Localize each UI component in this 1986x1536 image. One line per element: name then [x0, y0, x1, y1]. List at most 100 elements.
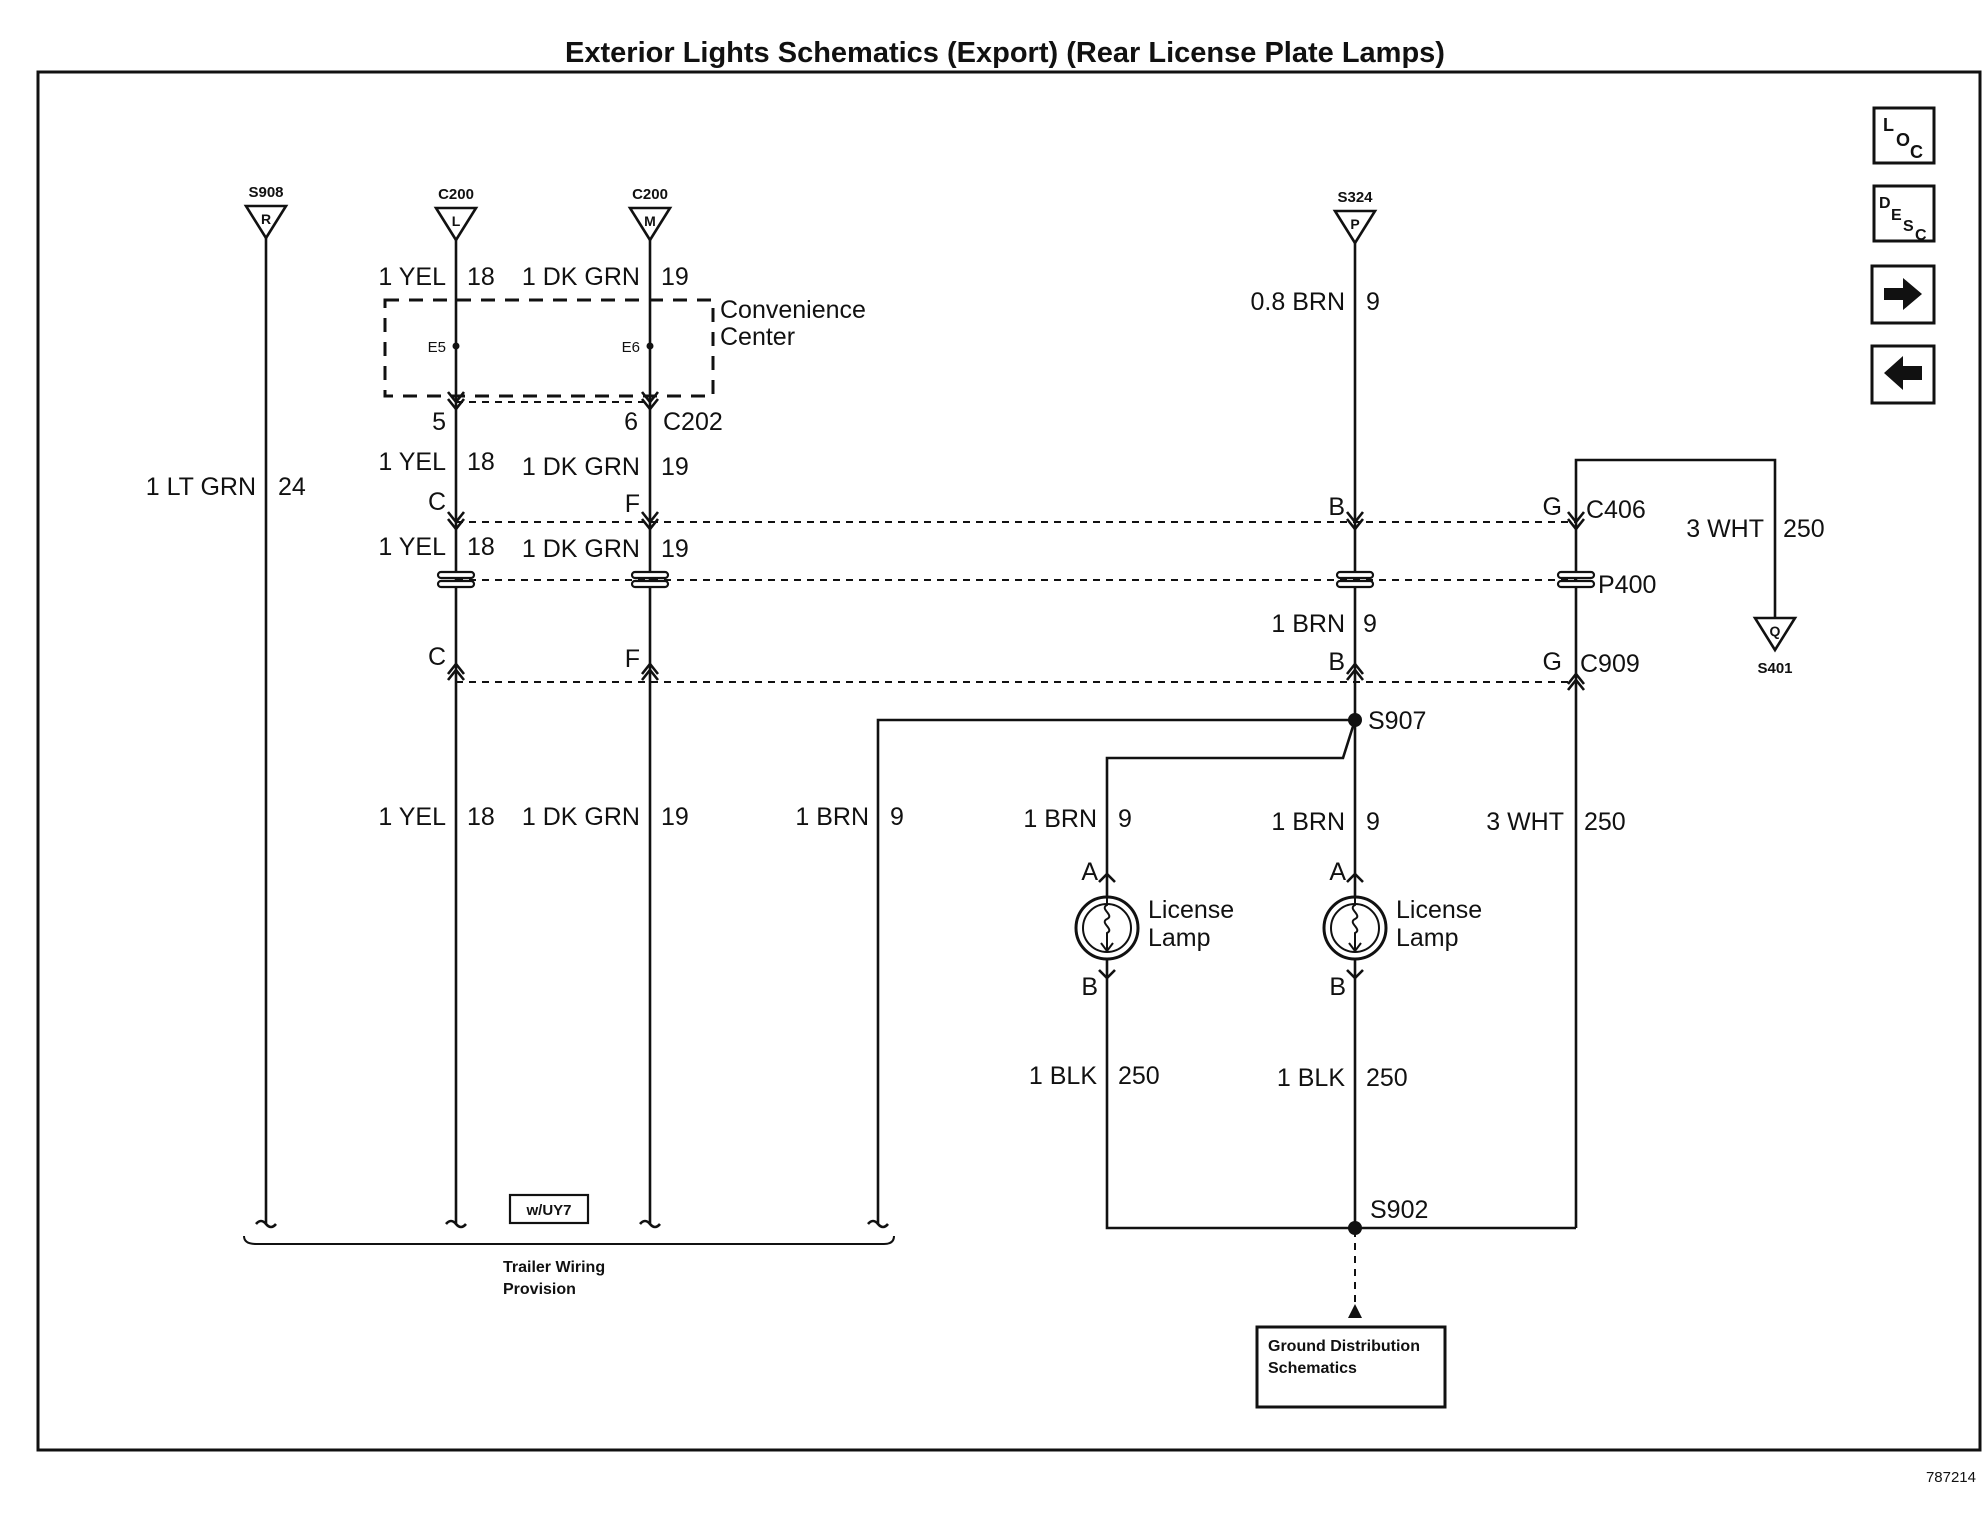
prev-page-button[interactable]	[1870, 344, 1936, 405]
svg-text:C: C	[1915, 227, 1927, 244]
svg-text:S902: S902	[1370, 1196, 1428, 1224]
svg-text:License: License	[1148, 896, 1234, 924]
pass-through-p400: P400	[436, 570, 1656, 599]
left-arrow-icon	[1884, 356, 1922, 390]
svg-text:P: P	[1350, 216, 1359, 232]
option-badge	[508, 1193, 590, 1225]
svg-text:1 BRN: 1 BRN	[1271, 610, 1345, 638]
splice-s902: S902	[1348, 1196, 1428, 1235]
svg-text:O: O	[1896, 130, 1910, 150]
license-lamp-1: A B License Lamp	[1074, 858, 1234, 1001]
svg-text:9: 9	[890, 803, 904, 831]
svg-text:18: 18	[467, 533, 495, 561]
wire-brn-lamp1	[1105, 719, 1357, 1230]
svg-text:License: License	[1396, 896, 1482, 924]
schematic-frame	[36, 70, 1982, 1452]
svg-text:L: L	[452, 213, 461, 229]
svg-text:9: 9	[1363, 610, 1377, 638]
svg-text:1 DK GRN: 1 DK GRN	[522, 803, 640, 831]
svg-text:18: 18	[467, 803, 495, 831]
terminal-s324: S324 P	[1332, 189, 1378, 246]
svg-text:250: 250	[1118, 1062, 1160, 1090]
svg-text:1 YEL: 1 YEL	[378, 448, 446, 476]
connector-c909: C F B G C909	[428, 643, 1640, 691]
svg-text:1 DK GRN: 1 DK GRN	[522, 263, 640, 291]
svg-text:1 BRN: 1 BRN	[795, 803, 869, 831]
svg-text:19: 19	[661, 263, 689, 291]
svg-text:E: E	[1891, 207, 1902, 224]
trailer-wiring-provision: w/UY7 Trailer Wiring Provision	[243, 1193, 895, 1298]
svg-text:C200: C200	[632, 186, 668, 203]
svg-text:S401: S401	[1757, 660, 1792, 677]
svg-text:C: C	[428, 643, 446, 671]
terminal-c200-m: C200 M	[627, 186, 673, 243]
svg-text:S: S	[1903, 218, 1914, 235]
svg-text:G: G	[1543, 648, 1562, 676]
svg-text:F: F	[625, 490, 640, 518]
loc-button[interactable]: L O C	[1872, 106, 1936, 165]
svg-text:19: 19	[661, 535, 689, 563]
svg-text:Trailer Wiring: Trailer Wiring	[503, 1259, 605, 1276]
svg-text:B: B	[1328, 493, 1345, 521]
svg-text:C909: C909	[1580, 650, 1640, 678]
svg-text:5: 5	[432, 408, 446, 436]
terminal-s401: Q S401	[1752, 616, 1798, 677]
svg-text:1 BRN: 1 BRN	[1023, 805, 1097, 833]
terminal-s908: S908 R	[243, 184, 289, 241]
svg-text:1 DK GRN: 1 DK GRN	[522, 535, 640, 563]
svg-text:A: A	[1329, 858, 1346, 886]
svg-text:Lamp: Lamp	[1396, 924, 1459, 952]
svg-text:19: 19	[661, 453, 689, 481]
loc-icon: L	[1883, 115, 1894, 135]
svg-text:Q: Q	[1770, 623, 1781, 639]
svg-text:1 BRN: 1 BRN	[1271, 808, 1345, 836]
connector-c406: C F B G C406	[428, 488, 1646, 532]
svg-text:Lamp: Lamp	[1148, 924, 1211, 952]
svg-text:S324: S324	[1337, 189, 1373, 206]
up-arrow-icon	[1348, 1304, 1362, 1318]
svg-text:1 YEL: 1 YEL	[378, 263, 446, 291]
svg-text:G: G	[1543, 493, 1562, 521]
svg-text:24: 24	[278, 473, 306, 501]
svg-text:3 WHT: 3 WHT	[1686, 515, 1764, 543]
svg-text:S908: S908	[248, 184, 283, 201]
svg-text:F: F	[625, 645, 640, 673]
figure-id: 787214	[1926, 1469, 1976, 1486]
svg-text:B: B	[1081, 973, 1098, 1001]
svg-text:250: 250	[1366, 1064, 1408, 1092]
svg-text:B: B	[1328, 648, 1345, 676]
license-lamp-2: A B License Lamp	[1322, 858, 1482, 1001]
page-title: Exterior Lights Schematics (Export) (Rea…	[565, 37, 1445, 69]
svg-text:Schematics: Schematics	[1268, 1360, 1357, 1377]
svg-text:9: 9	[1118, 805, 1132, 833]
svg-text:1 DK GRN: 1 DK GRN	[522, 453, 640, 481]
svg-text:19: 19	[661, 803, 689, 831]
svg-text:18: 18	[467, 448, 495, 476]
svg-text:250: 250	[1783, 515, 1825, 543]
wire-brn-trailer	[876, 718, 1355, 1224]
svg-text:M: M	[644, 213, 656, 229]
svg-text:9: 9	[1366, 808, 1380, 836]
convenience-center: E5 E6 Convenience Center	[383, 296, 866, 398]
svg-text:C406: C406	[1586, 496, 1646, 524]
svg-text:C202: C202	[663, 408, 723, 436]
svg-text:Provision: Provision	[503, 1281, 576, 1298]
svg-text:E6: E6	[622, 339, 640, 356]
splice-s907: S907	[1348, 707, 1426, 735]
next-page-button[interactable]	[1870, 264, 1936, 325]
svg-text:1 YEL: 1 YEL	[378, 533, 446, 561]
svg-text:1 LT GRN: 1 LT GRN	[146, 473, 256, 501]
svg-text:C: C	[428, 488, 446, 516]
terminal-c200-l: C200 L	[433, 186, 479, 243]
svg-text:250: 250	[1584, 808, 1626, 836]
svg-text:0.8 BRN: 0.8 BRN	[1251, 288, 1345, 316]
svg-text:S907: S907	[1368, 707, 1426, 735]
svg-text:E5: E5	[428, 339, 446, 356]
desc-button[interactable]: D E S C	[1872, 184, 1936, 244]
wire-wht	[1355, 458, 1777, 1230]
svg-text:1 BLK: 1 BLK	[1029, 1062, 1097, 1090]
svg-text:P400: P400	[1598, 571, 1656, 599]
ground-distribution-link[interactable]: Ground Distribution Schematics	[1255, 1325, 1447, 1409]
svg-text:18: 18	[467, 263, 495, 291]
